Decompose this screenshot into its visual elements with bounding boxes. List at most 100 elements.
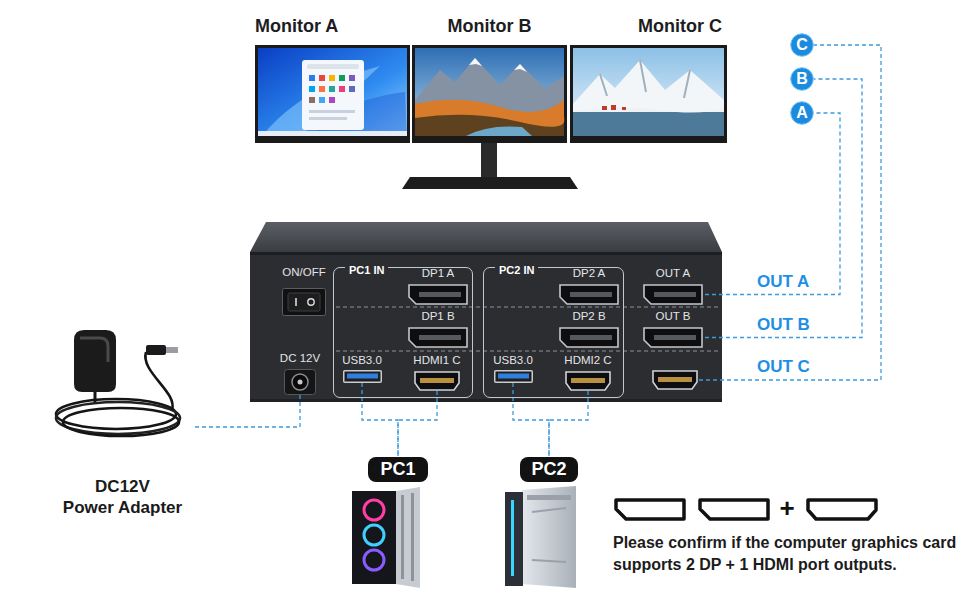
badge-letter: B [796, 67, 808, 91]
port-label: DC 12V [280, 351, 320, 365]
port-shell [560, 328, 618, 347]
port-label: OUT A [656, 266, 690, 280]
pc-label: PC2 [531, 457, 566, 482]
port-label: DP1 B [421, 309, 454, 323]
cable [145, 352, 172, 410]
monitor-a-figure [255, 45, 410, 143]
monitor-label: Monitor A [255, 14, 338, 38]
usb-port: USB3.0 [489, 353, 537, 383]
port-tongue [570, 292, 612, 297]
output-port: OUT B [641, 309, 705, 348]
row-separator [336, 307, 720, 308]
pc-body [522, 486, 576, 588]
dp-port-icon [408, 327, 468, 348]
housing-edge [250, 252, 722, 255]
port-shell [644, 285, 702, 304]
screen [573, 48, 724, 136]
badge-fill [791, 34, 814, 57]
dashed-connector [398, 391, 437, 457]
pc-strip [411, 493, 414, 581]
housing-top [250, 222, 722, 252]
badge-fill [791, 68, 814, 91]
kvm-housing [250, 222, 722, 402]
row-separator [336, 351, 720, 352]
plus-sign-holder: + [776, 493, 798, 523]
pc2-figure [505, 486, 576, 588]
dp-port-icon [643, 284, 703, 305]
jack-port-icon [284, 369, 316, 395]
port-tongue [654, 292, 696, 297]
plus-sign: + [776, 493, 798, 523]
river [466, 126, 532, 136]
port-label: USB3.0 [493, 353, 533, 367]
hdmi-port: HDMI1 C [410, 353, 464, 391]
port-shell [415, 372, 459, 390]
output-label: OUT B [755, 315, 812, 335]
taskbar [258, 131, 407, 136]
pc-vent [527, 495, 571, 500]
output-badge: C [790, 33, 814, 57]
hdmi-port-icon [565, 371, 611, 391]
port-shell [644, 328, 702, 347]
pc-panel [396, 487, 420, 588]
start-menu [302, 60, 364, 130]
ridges [600, 60, 690, 98]
sea [573, 112, 724, 136]
power-adapter-figure [56, 330, 180, 436]
dashed-connector [705, 79, 862, 338]
adapter-highlight [80, 338, 108, 362]
adapter-body [74, 330, 116, 392]
monitor-b-figure [402, 45, 578, 189]
dashed-connector [362, 383, 398, 457]
port-tongue [654, 335, 696, 340]
edge-label-holder: OUT C [755, 357, 812, 377]
monitor: Monitor C [566, 14, 727, 144]
port-label: DP2 A [573, 266, 606, 280]
displayport-port: DP1 A [406, 266, 470, 305]
pc-glass [352, 491, 396, 584]
app-icons [309, 75, 355, 120]
hdmi-icon [808, 500, 876, 519]
house [622, 107, 626, 110]
pc-front [505, 492, 523, 586]
group-heading: PC1 IN [345, 263, 388, 277]
power-switch: ON/OFF [279, 265, 329, 316]
screen [415, 48, 564, 136]
dp-port-icon [559, 327, 619, 348]
port-shell [560, 285, 618, 304]
edge-label-holder: OUT A [755, 272, 811, 292]
port-shell [653, 371, 697, 389]
port-shell [343, 371, 381, 383]
hdmi-port-icon [414, 371, 460, 391]
port-label: HDMI2 C [564, 353, 611, 367]
cable-coil [63, 408, 179, 436]
screen [258, 48, 407, 136]
sw-port-icon [282, 288, 326, 316]
bezel [570, 45, 727, 143]
snow-mountains [573, 60, 724, 136]
housing-edge [250, 399, 722, 402]
switch-mark [295, 298, 297, 306]
output-port: OUT A [641, 266, 705, 305]
pc-label: PC1 [380, 457, 415, 482]
dashed-connector [195, 395, 300, 427]
dashed-connector [513, 383, 549, 457]
port-label: ON/OFF [282, 265, 325, 279]
rgb-strip [511, 500, 514, 576]
port-tongue [419, 335, 461, 340]
stand-base [402, 177, 578, 189]
port-pins [571, 378, 605, 383]
input-group: PC2 INDP2 ADP2 BUSB3.0HDMI2 C [483, 267, 624, 398]
monitor-label: Monitor B [448, 14, 532, 38]
monitor-label: Monitor C [638, 14, 722, 38]
snow [469, 58, 482, 66]
badge-letter: A [796, 101, 808, 125]
displayport-port: DP2 A [557, 266, 621, 305]
pc-strip [401, 495, 404, 579]
port-label: USB3.0 [342, 353, 382, 367]
input-group: PC1 INDP1 ADP1 BUSB3.0HDMI1 C [333, 267, 473, 398]
rgb-fan [364, 550, 384, 570]
rgb-fan [364, 525, 384, 545]
housing-front [250, 252, 722, 402]
